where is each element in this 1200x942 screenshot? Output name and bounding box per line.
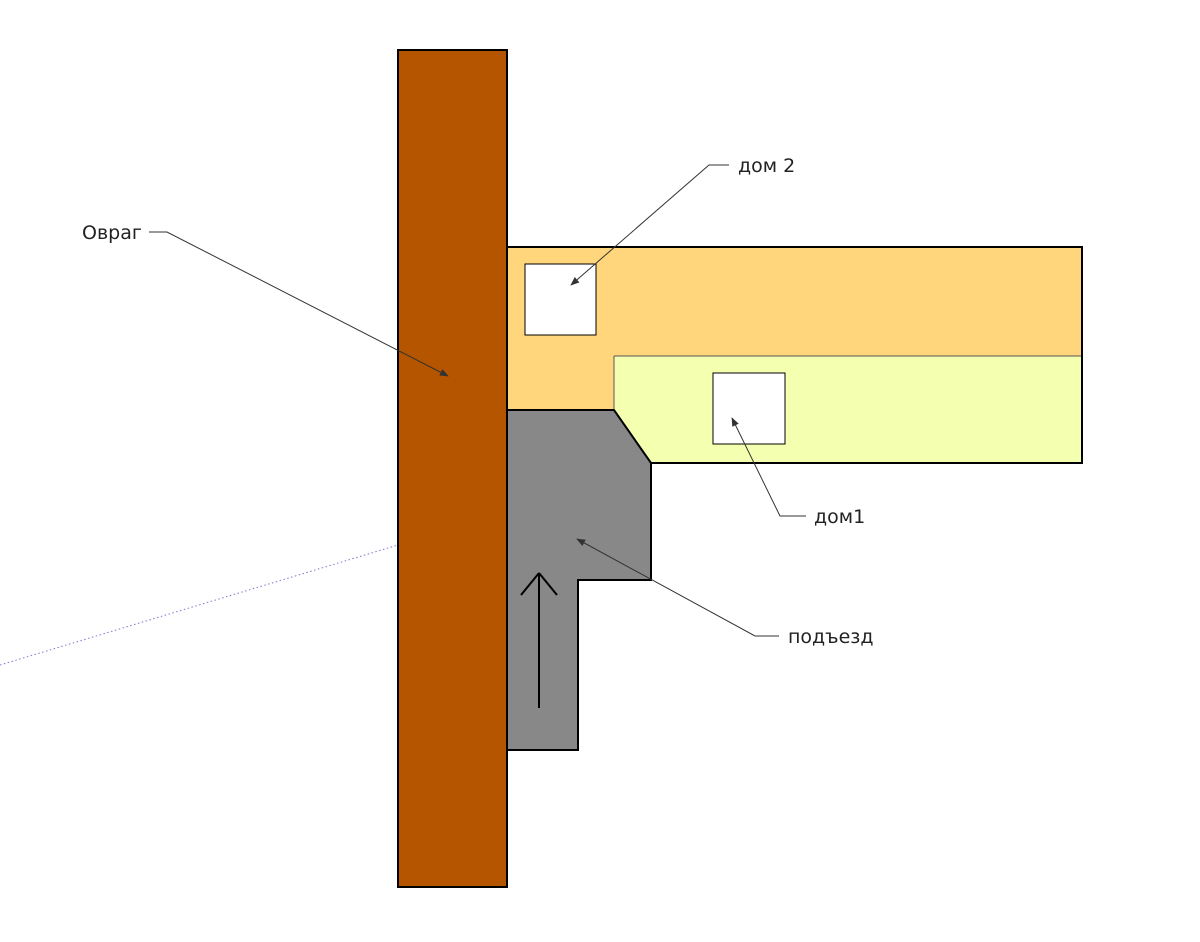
driveway-outline <box>507 409 652 751</box>
house1-label: дом1 <box>814 506 865 528</box>
driveway-direction-arrow-icon <box>520 572 558 708</box>
dotted-axis-line <box>0 544 399 666</box>
plot-house1 <box>614 356 1082 463</box>
house2-label: дом 2 <box>738 155 795 177</box>
house2-footprint <box>524 263 597 336</box>
driveway-label: подъезд <box>788 626 874 648</box>
house1-leader-line <box>731 417 806 517</box>
plot-house2 <box>507 247 1082 410</box>
house1-footprint <box>712 372 786 445</box>
ravine-leader-line <box>149 231 449 377</box>
plots-outline <box>507 246 1083 464</box>
house2-leader-line <box>570 164 729 286</box>
driveway-leader-line <box>576 538 779 637</box>
ravine-strip <box>397 49 508 888</box>
ravine-label: Овраг <box>82 222 142 244</box>
